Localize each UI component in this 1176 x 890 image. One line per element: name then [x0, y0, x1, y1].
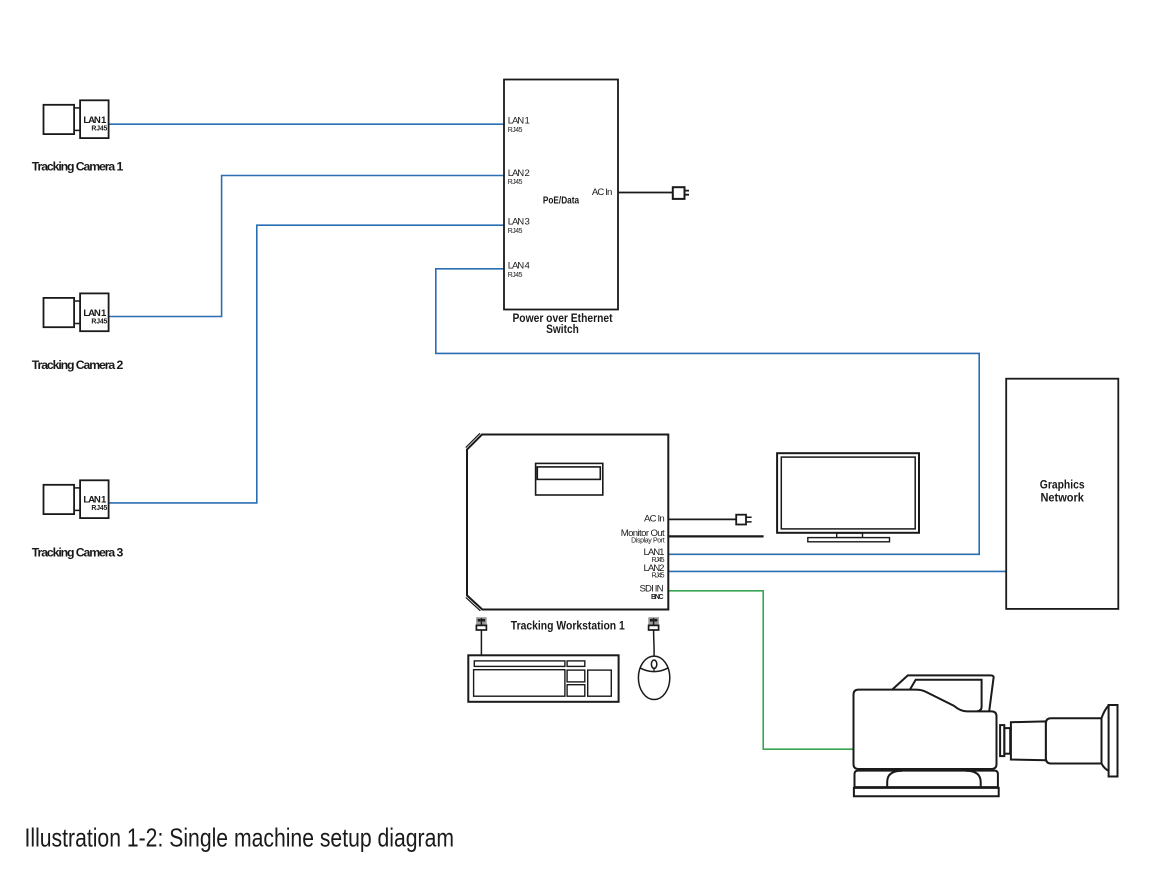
svg-text:LAN 4: LAN 4	[508, 261, 531, 272]
svg-text:LAN 1: LAN 1	[83, 308, 107, 319]
svg-text:RJ45: RJ45	[91, 318, 107, 325]
svg-text:Tracking Camera 1: Tracking Camera 1	[32, 159, 124, 173]
svg-text:Tracking Workstation 1: Tracking Workstation 1	[511, 618, 625, 632]
svg-text:Tracking Camera 2: Tracking Camera 2	[32, 358, 124, 372]
svg-text:Network: Network	[1040, 492, 1084, 505]
svg-text:RJ45: RJ45	[91, 125, 107, 132]
svg-text:RJ45: RJ45	[508, 272, 523, 279]
svg-text:AC In: AC In	[644, 514, 665, 525]
svg-text:RJ45: RJ45	[508, 127, 523, 134]
svg-text:Power over Ethernet: Power over Ethernet	[512, 311, 612, 325]
svg-text:Illustration 1-2: Single machi: Illustration 1-2: Single machine setup d…	[25, 822, 455, 852]
svg-text:SDI IN: SDI IN	[640, 584, 664, 595]
svg-text:RJ45: RJ45	[508, 179, 523, 186]
svg-text:LAN 1: LAN 1	[508, 116, 530, 127]
svg-text:LAN1: LAN1	[644, 547, 665, 558]
svg-text:Switch: Switch	[546, 322, 579, 336]
svg-text:RJ45: RJ45	[91, 505, 107, 512]
svg-text:AC In: AC In	[592, 187, 612, 198]
svg-text:LAN 1: LAN 1	[83, 495, 107, 506]
svg-text:LAN 1: LAN 1	[83, 115, 107, 126]
svg-text:LAN2: LAN2	[644, 563, 665, 574]
svg-text:Tracking Camera 3: Tracking Camera 3	[32, 545, 124, 559]
svg-text:RJ45: RJ45	[508, 228, 523, 235]
svg-text:LAN 3: LAN 3	[508, 217, 530, 228]
svg-text:RJ45: RJ45	[652, 557, 665, 564]
svg-text:LAN 2: LAN 2	[508, 168, 530, 179]
svg-text:Monitor Out: Monitor Out	[621, 528, 665, 539]
svg-text:Graphics: Graphics	[1040, 478, 1085, 491]
svg-text:PoE/Data: PoE/Data	[543, 195, 579, 206]
svg-text:RJ45: RJ45	[652, 573, 665, 580]
svg-text:BNC: BNC	[651, 594, 664, 601]
svg-text:Display Port: Display Port	[631, 538, 665, 545]
